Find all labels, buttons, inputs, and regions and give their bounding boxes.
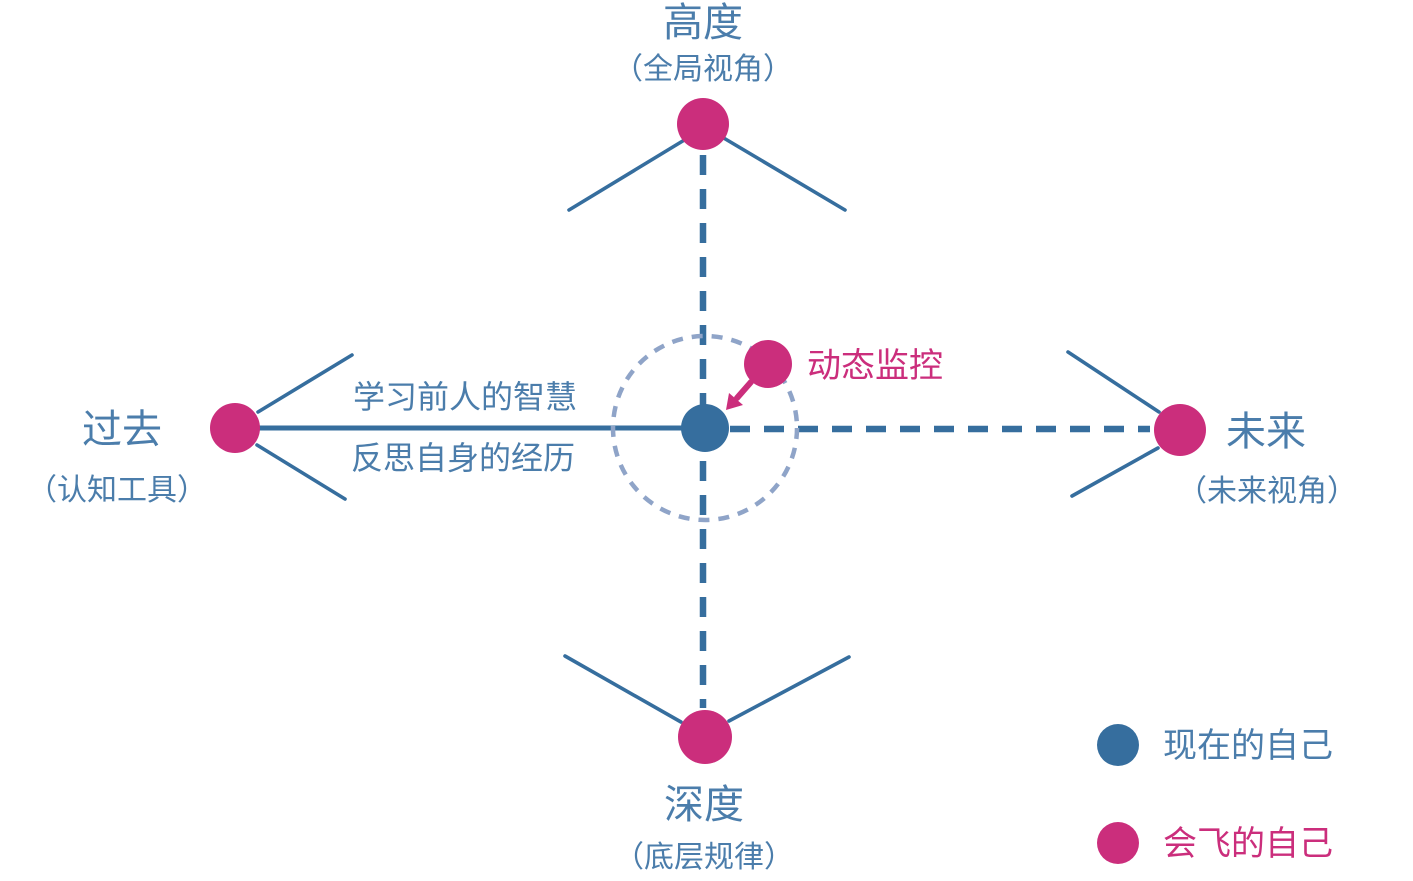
right-axis-label: 未来	[1226, 410, 1306, 454]
legend-flying-self-dot-icon	[1097, 822, 1139, 864]
monitor-arrow-head-icon	[726, 393, 743, 410]
top-axis-label: 高度	[663, 1, 743, 45]
left-axis-caption-line1: 学习前人的智慧	[353, 379, 577, 415]
legend-item-flying-self: 会飞的自己	[1097, 822, 1333, 864]
legend-item-current-self: 现在的自己	[1097, 724, 1333, 766]
bottom-node	[678, 710, 732, 764]
top-node	[677, 98, 729, 150]
bottom-axis-label: 深度	[664, 783, 744, 827]
left-axis-caption-line2: 反思自身的经历	[351, 440, 575, 476]
left-arrowhead-lower-wing	[255, 443, 347, 501]
legend-current-self-label: 现在的自己	[1163, 727, 1333, 765]
left-node	[210, 403, 260, 453]
top-arrowhead-right-wing	[720, 135, 847, 212]
bottom-arrowhead-right-wing	[727, 655, 851, 723]
top-arrowhead-left-wing	[567, 137, 688, 212]
legend: 现在的自己 会飞的自己	[1097, 724, 1333, 864]
monitor-node	[744, 340, 792, 388]
monitor-arrow	[726, 379, 754, 410]
right-axis-sublabel: （未来视角）	[1177, 475, 1357, 508]
top-arrowhead	[567, 135, 847, 212]
right-arrowhead-lower-wing	[1070, 446, 1160, 498]
monitor-arrow-shaft	[734, 379, 754, 401]
monitor-label: 动态监控	[807, 347, 943, 385]
bottom-arrowhead	[563, 654, 851, 724]
right-arrowhead-upper-wing	[1066, 350, 1161, 414]
bottom-arrowhead-left-wing	[563, 654, 683, 724]
legend-flying-self-label: 会飞的自己	[1163, 825, 1333, 863]
center-dashed-circle	[610, 333, 800, 523]
center-node	[681, 404, 729, 452]
top-axis-sublabel: （全局视角）	[613, 53, 793, 86]
left-axis-sublabel: （认知工具）	[27, 474, 207, 507]
left-arrowhead	[255, 353, 354, 501]
left-axis-label: 过去	[82, 408, 162, 452]
legend-current-self-dot-icon	[1097, 724, 1139, 766]
bottom-axis-sublabel: （底层规律）	[614, 841, 794, 874]
right-arrowhead	[1066, 350, 1161, 498]
left-arrowhead-upper-wing	[256, 353, 354, 414]
right-node	[1154, 404, 1206, 456]
